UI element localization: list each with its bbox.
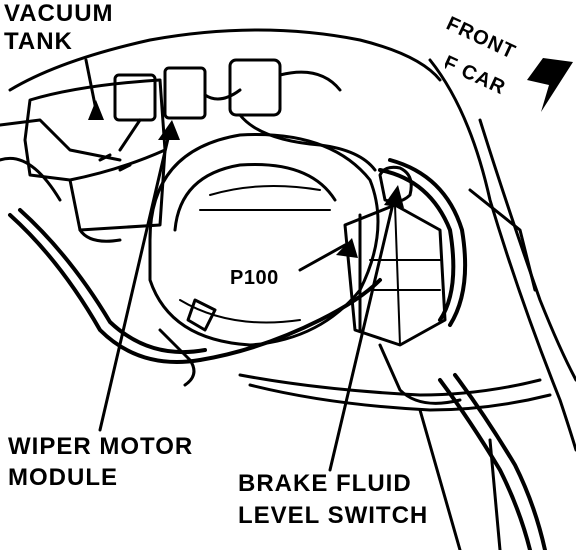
vacuum-tank-label: VACUUM — [4, 0, 114, 27]
p100-arrowhead — [336, 238, 358, 258]
leader-lines — [84, 58, 397, 472]
connector-p100-label: P100 — [230, 267, 279, 289]
vacuum-tank-leader — [84, 58, 98, 112]
vacuum-tank-arrowhead — [88, 100, 104, 120]
wiper-motor-label: WIPER MOTOR — [8, 433, 194, 460]
brake-fluid-label: BRAKE FLUID — [238, 470, 412, 497]
fender-outline — [0, 28, 576, 452]
front-direction-arrow-icon — [527, 58, 573, 112]
wiper-motor-leader — [98, 128, 172, 432]
front-of-car-indicator: FRONT OF CAR — [445, 13, 573, 112]
brake-fluid-label-line2: LEVEL SWITCH — [238, 502, 429, 529]
brake-booster — [148, 133, 380, 347]
p100-leader — [298, 243, 347, 272]
wiring-harness — [8, 158, 547, 550]
vacuum-tank — [23, 78, 167, 243]
brake-fluid-arrowhead — [384, 185, 404, 208]
wiper-motor-module — [113, 58, 377, 172]
brake-fluid-leader — [328, 193, 397, 472]
frame-rail — [238, 373, 552, 550]
vacuum-tank-label-line2: TANK — [4, 28, 73, 55]
wiper-motor-arrowhead — [158, 120, 180, 140]
wiper-motor-label-line2: MODULE — [8, 464, 118, 491]
